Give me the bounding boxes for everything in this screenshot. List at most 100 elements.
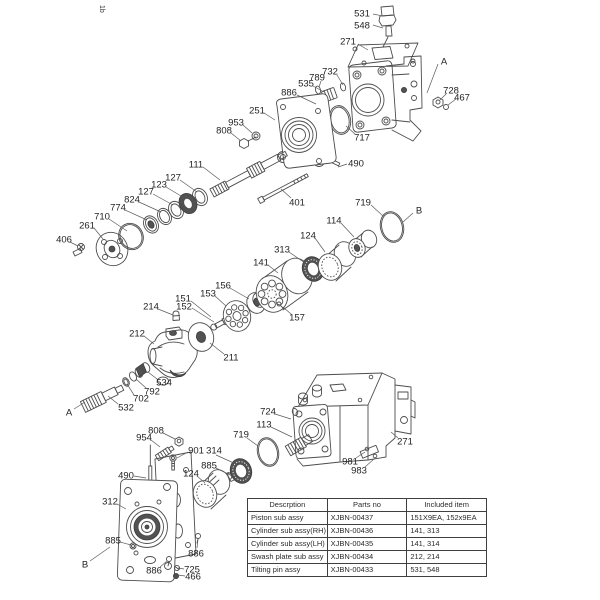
part-label-212: 212: [129, 328, 145, 339]
part-label-808: 808: [216, 125, 232, 136]
part-label-490: 490: [348, 158, 364, 169]
part-label-123: 123: [151, 179, 167, 190]
leader-line-156: [229, 287, 250, 300]
leader-line-111: [202, 166, 221, 181]
part-label-401: 401: [289, 197, 305, 208]
table-cell: Cylinder sub assy(LH): [247, 537, 328, 551]
leader-line-808: [162, 432, 176, 440]
part-label-710: 710: [94, 211, 110, 222]
o-ring-719-upper: [379, 211, 405, 243]
part-label-981: 981: [342, 456, 358, 467]
part-label-114: 114: [326, 215, 341, 226]
part-label-312: 312: [102, 496, 118, 507]
table-cell: XJBN-00435: [326, 537, 408, 551]
leader-line-534: [147, 371, 158, 380]
leader-line-548: [372, 24, 384, 29]
part-label-124: 124: [300, 230, 316, 241]
leader-line-157: [282, 306, 292, 315]
leader-line-953: [242, 124, 253, 134]
part-label-534: 534: [156, 377, 172, 388]
leader-line-312: [116, 503, 127, 510]
leader-line-124: [314, 237, 326, 253]
part-label-717: 717: [354, 132, 370, 143]
part-label-157: 157: [289, 312, 305, 323]
drive-shaft-111: [209, 150, 288, 198]
table-cell: XJBN-00434: [326, 550, 408, 564]
leader-line-535: [312, 85, 325, 93]
table-cell: 212, 214: [406, 550, 487, 564]
part-label-702: 702: [133, 393, 149, 404]
part-label-789: 789: [309, 72, 325, 83]
plug-885-left: [129, 542, 137, 550]
bolt-886-left: [166, 556, 172, 562]
ring-gear-314: [229, 458, 253, 484]
part-label-531: 531: [354, 8, 370, 19]
part-label-151: 151: [175, 293, 191, 304]
part-label-808: 808: [148, 425, 164, 436]
leader-line-719: [246, 437, 259, 447]
leader-line-211: [209, 342, 225, 355]
leader-line-886: [159, 560, 168, 568]
coupling-124-lower: [192, 469, 231, 510]
table-cell: Tilting pin assy: [247, 563, 328, 577]
table-cell: Piston sub assy: [247, 511, 328, 525]
part-label-728: 728: [443, 85, 459, 96]
leader-line-214: [157, 308, 174, 316]
part-label-211: 211: [223, 352, 238, 363]
leader-line-725: [177, 567, 185, 570]
tilting-pin-rings: [122, 362, 151, 387]
part-label-824: 824: [124, 194, 140, 205]
part-label-719: 719: [233, 429, 249, 440]
tilting-pin-532: [79, 384, 125, 413]
leader-line-886: [196, 538, 199, 549]
leader-line-532: [107, 395, 119, 405]
part-label-774: 774: [110, 202, 126, 213]
part-label-885: 885: [105, 535, 121, 546]
leader-line-808: [230, 132, 242, 142]
part-label-732: 732: [322, 66, 338, 77]
part-label-271: 271: [397, 436, 413, 447]
swash-plate-212: [147, 310, 198, 386]
part-label-271: 271: [340, 36, 356, 47]
plate-981: [359, 444, 379, 459]
o-ring-719-lower: [256, 437, 280, 467]
part-label-156: 156: [215, 280, 231, 291]
part-label-725: 725: [184, 564, 200, 575]
leader-line-251: [263, 112, 276, 121]
leader-line-466: [177, 574, 186, 577]
part-label-954: 954: [136, 432, 152, 443]
part-label-886: 886: [188, 548, 204, 559]
leader-line-A: [73, 401, 86, 410]
leader-line-710: [108, 218, 128, 232]
leader-line-152: [191, 307, 215, 323]
part-label-983: 983: [351, 465, 367, 476]
corner-mark: 1b: [98, 5, 105, 13]
leader-line-531: [372, 13, 384, 17]
leader-line-885: [119, 541, 132, 546]
servo-parts: [148, 436, 184, 493]
leader-line-774: [124, 209, 148, 221]
leader-line-885: [215, 467, 233, 477]
leader-line-114: [340, 222, 355, 238]
leader-line-127: [179, 179, 198, 193]
part-label-532: 532: [118, 402, 134, 413]
leader-line-153: [214, 295, 227, 307]
table-cell: 141, 314: [406, 537, 487, 551]
plate-211: [187, 322, 215, 352]
leader-line-954: [150, 439, 161, 448]
part-label-127: 127: [165, 172, 181, 183]
leader-line-886: [296, 94, 317, 105]
part-label-886: 886: [281, 87, 297, 98]
part-label-B: B: [82, 559, 88, 570]
table-cell: 141, 313: [406, 524, 487, 538]
leader-line-719: [370, 204, 384, 217]
washer-466: [172, 573, 179, 580]
bolt-886-right: [195, 533, 201, 539]
table-cell: Swash plate sub assy: [247, 550, 328, 564]
seal-cover-251: [239, 93, 337, 169]
leader-line-314: [215, 454, 237, 465]
